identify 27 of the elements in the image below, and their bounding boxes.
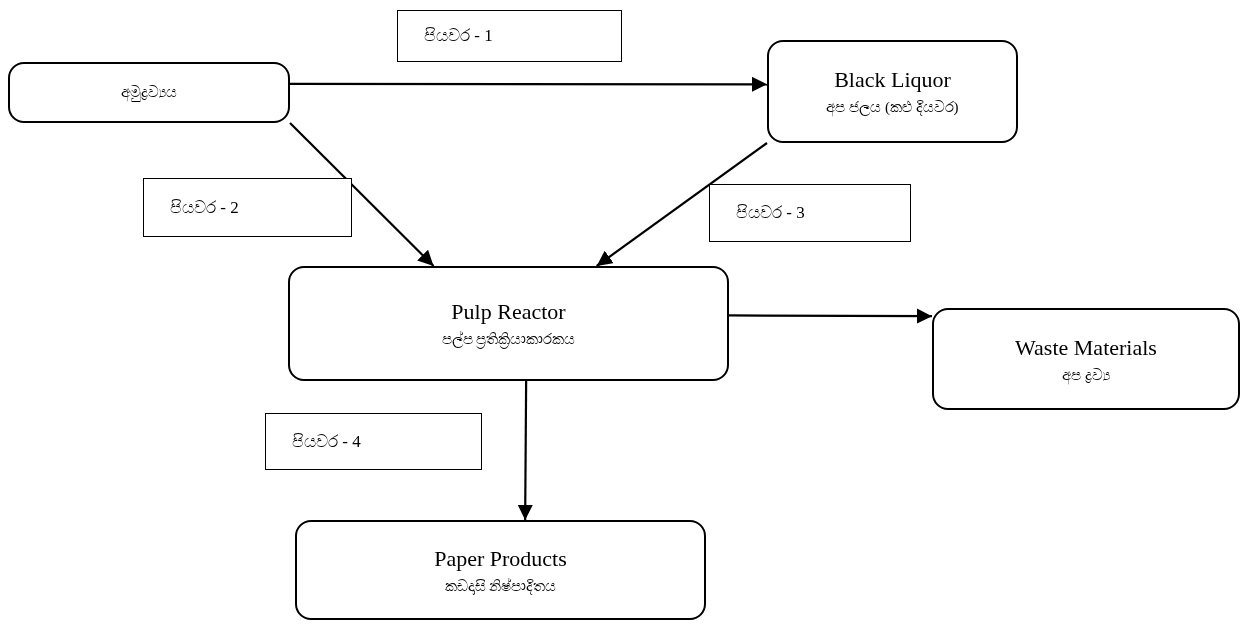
process-box [767, 40, 1018, 143]
arrow [290, 76, 767, 92]
box-subtitle: අප ද්‍රව්‍ය [1062, 366, 1110, 384]
box-subtitle: පල්ප ප්‍රතික්‍රියාකාරකය [441, 331, 576, 348]
step-label: පියවර - 3 [736, 203, 805, 223]
step-label: පියවර - 1 [424, 26, 493, 46]
process-box [288, 266, 729, 381]
box-title: Pulp Reactor [451, 299, 566, 325]
arrow [729, 308, 932, 324]
box-title: Paper Products [434, 545, 567, 572]
arrow [517, 381, 533, 520]
step-box [709, 184, 911, 242]
arrow [596, 142, 768, 267]
box-title: Waste Materials [1015, 334, 1157, 361]
process-box [932, 308, 1240, 410]
step-label: පියවර - 2 [170, 197, 239, 218]
step-label: පියවර - 4 [292, 431, 361, 452]
box-subtitle: අප ජලය (කළු දියවර) [826, 99, 959, 116]
process-box [295, 520, 706, 620]
box-subtitle: අමුද්‍රව්‍යය [121, 84, 177, 101]
step-box [397, 10, 622, 62]
step-box [265, 413, 482, 470]
arrow [289, 122, 435, 267]
box-title: Black Liquor [834, 67, 951, 93]
box-subtitle: කඩදාසි නිෂ්පාදිතය [444, 577, 557, 595]
process-box [8, 62, 290, 123]
step-box [143, 178, 352, 237]
